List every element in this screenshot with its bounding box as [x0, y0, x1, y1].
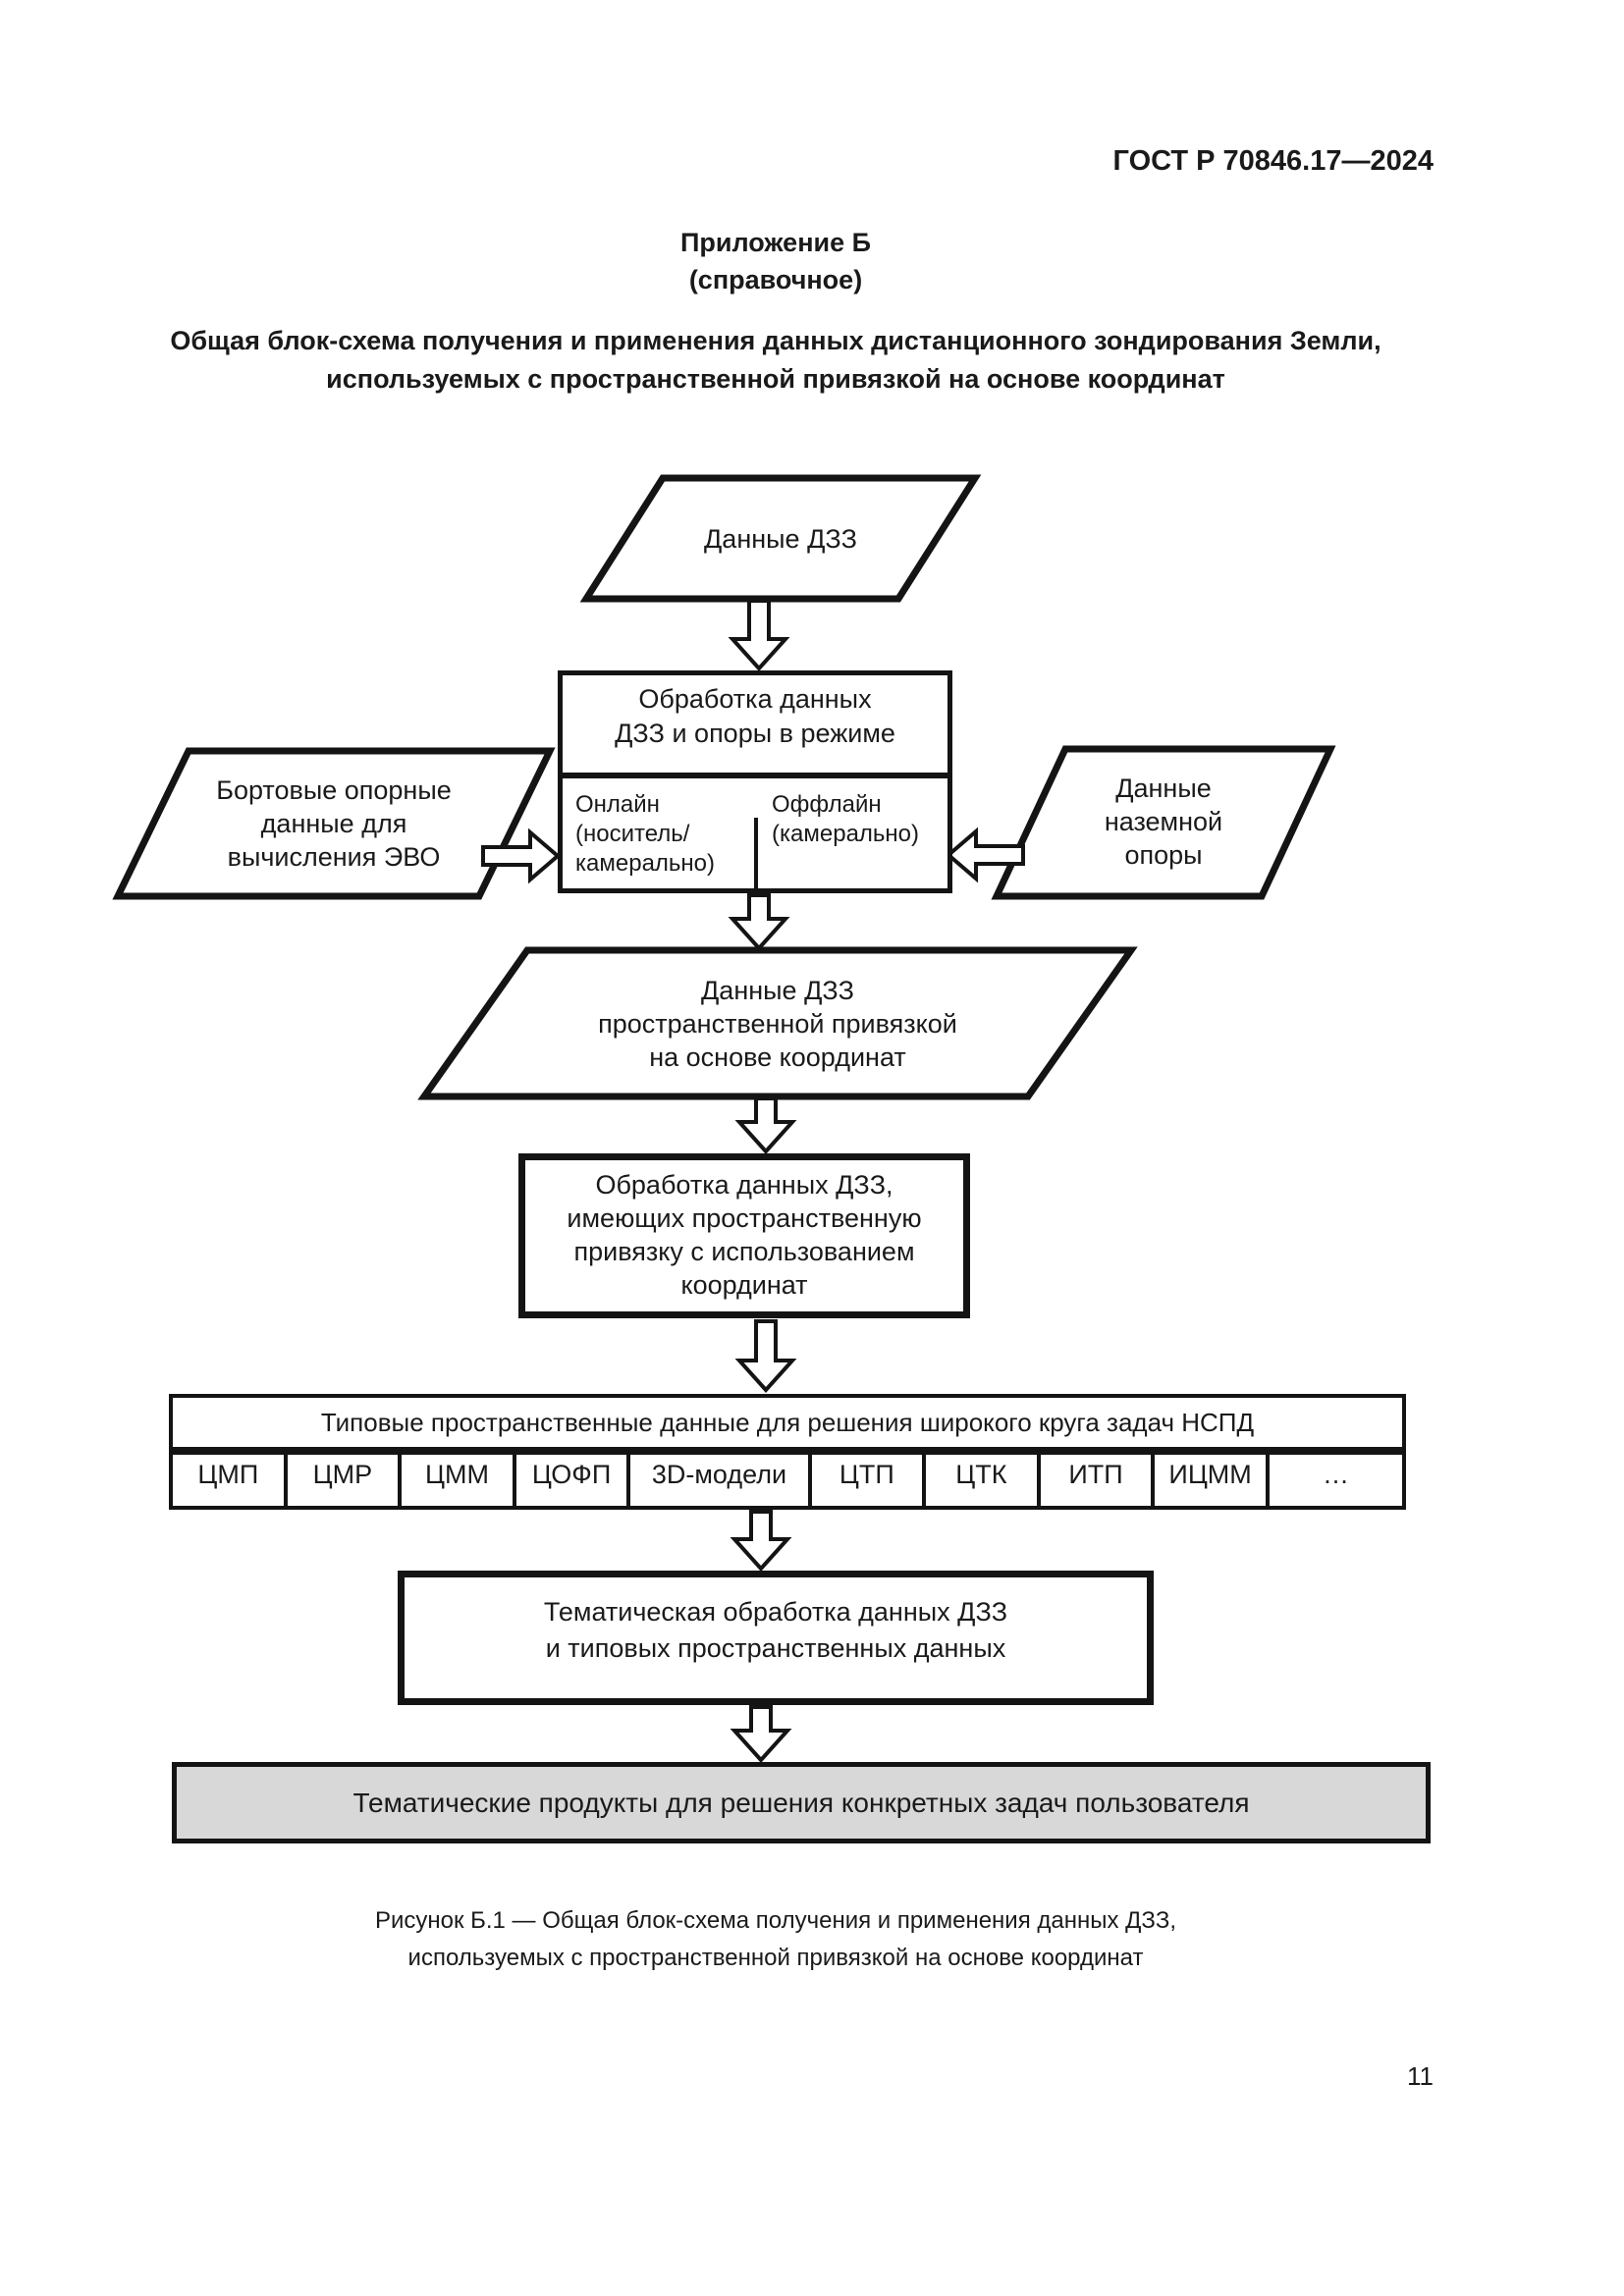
table-cell: ЦМР — [283, 1455, 399, 1506]
typical-data-header-box: Типовые пространственные данные для реше… — [169, 1394, 1406, 1451]
processing-mode-line2: ДЗЗ и опоры в режиме — [615, 719, 895, 748]
georef-processing-box: Обработка данных ДЗЗ, имеющих пространст… — [518, 1153, 970, 1318]
mode-online-line3: камерально) — [575, 850, 716, 877]
ground-data-line2: наземной — [1104, 807, 1223, 836]
table-cell: ЦОФП — [512, 1455, 627, 1506]
georef-processing-label: Обработка данных ДЗЗ, имеющих пространст… — [525, 1160, 963, 1302]
table-cell: … — [1265, 1455, 1402, 1506]
onboard-data-line3: вычисления ЭВО — [227, 842, 441, 872]
page-number: 11 — [1407, 2061, 1434, 2091]
down-arrow-6-icon — [730, 1705, 792, 1763]
down-arrow-3-icon — [734, 1096, 797, 1154]
georef-processing-line1: Обработка данных ДЗЗ, — [595, 1170, 893, 1200]
processing-mode-divider — [560, 773, 950, 778]
thematic-processing-line1: Тематическая обработка данных ДЗЗ — [543, 1597, 1008, 1627]
table-cell: ЦТП — [807, 1455, 923, 1506]
down-arrow-5-icon — [730, 1510, 792, 1572]
left-arrow-icon — [945, 827, 1025, 883]
figure-caption: Рисунок Б.1 — Общая блок-схема получения… — [118, 1902, 1434, 1977]
georef-data-label: Данные ДЗЗ пространственной привязкой на… — [532, 974, 1023, 1074]
processing-mode-line1: Обработка данных — [638, 684, 872, 714]
georef-processing-line4: координат — [680, 1270, 808, 1300]
mode-online-line2: (носитель/ — [575, 821, 690, 847]
ground-data-label: Данные наземной опоры — [1016, 772, 1311, 872]
processing-mode-title: Обработка данных ДЗЗ и опоры в режиме — [558, 682, 952, 751]
right-arrow-icon — [481, 828, 562, 884]
mode-online-label: Онлайн (носитель/ камерально) — [575, 790, 752, 879]
georef-data-parallelogram — [417, 946, 1138, 1100]
down-arrow-2-icon — [728, 893, 790, 951]
dzz-data-label: Данные ДЗЗ — [704, 524, 857, 554]
heading-line-2: используемых с пространственной привязко… — [326, 364, 1225, 394]
mode-offline-line2: (камерально) — [772, 821, 920, 847]
table-cell: 3D-модели — [626, 1455, 807, 1506]
appendix-subtitle: (справочное) — [688, 265, 863, 294]
down-arrow-1-icon — [728, 599, 790, 671]
typical-data-header-label: Типовые пространственные данные для реше… — [320, 1407, 1255, 1437]
appendix-header: Приложение Б (справочное) — [118, 224, 1434, 298]
typical-data-cells-row: ЦМП ЦМР ЦММ ЦОФП 3D-модели ЦТП ЦТК ИТП И… — [169, 1451, 1406, 1510]
thematic-processing-box: Тематическая обработка данных ДЗЗ и типо… — [398, 1571, 1154, 1705]
mode-online-line1: Онлайн — [575, 791, 660, 818]
onboard-data-label: Бортовые опорные данные для вычисления Э… — [187, 774, 481, 874]
georef-data-line3: на основе координат — [649, 1042, 906, 1072]
mode-columns-divider — [754, 818, 758, 889]
appendix-title: Приложение Б — [679, 228, 872, 257]
table-cell: ЦМП — [197, 1460, 259, 1489]
thematic-products-label: Тематические продукты для решения конкре… — [352, 1787, 1250, 1818]
table-cell: ЦММ — [398, 1455, 513, 1506]
thematic-processing-label: Тематическая обработка данных ДЗЗ и типо… — [405, 1577, 1147, 1667]
heading-line-1: Общая блок-схема получения и применения … — [170, 326, 1381, 355]
doc-number: ГОСТ Р 70846.17—2024 — [1112, 145, 1434, 177]
down-arrow-4-icon — [734, 1319, 797, 1393]
georef-data-line1: Данные ДЗЗ — [701, 976, 854, 1005]
mode-offline-line1: Оффлайн — [772, 791, 882, 818]
figure-caption-line-2: используемых с пространственной привязко… — [407, 1945, 1144, 1971]
ground-data-line1: Данные — [1115, 774, 1212, 803]
table-cell: ИТП — [1036, 1455, 1152, 1506]
figure-heading: Общая блок-схема получения и применения … — [118, 322, 1434, 399]
mode-offline-label: Оффлайн (камерально) — [772, 790, 948, 849]
thematic-products-box: Тематические продукты для решения конкре… — [172, 1762, 1431, 1843]
onboard-data-line2: данные для — [260, 809, 407, 838]
table-cell: ЦТК — [922, 1455, 1037, 1506]
georef-processing-line2: имеющих пространственную — [567, 1203, 922, 1233]
onboard-data-line1: Бортовые опорные — [216, 775, 452, 805]
georef-processing-line3: привязку с использованием — [573, 1237, 915, 1266]
table-cell: ИЦММ — [1151, 1455, 1266, 1506]
dzz-data-parallelogram — [579, 474, 982, 603]
ground-data-line3: опоры — [1124, 840, 1203, 870]
thematic-processing-line2: и типовых пространственных данных — [545, 1633, 1006, 1663]
figure-caption-line-1: Рисунок Б.1 — Общая блок-схема получения… — [374, 1907, 1177, 1934]
georef-data-line2: пространственной привязкой — [598, 1009, 957, 1039]
onboard-data-parallelogram — [112, 747, 556, 900]
